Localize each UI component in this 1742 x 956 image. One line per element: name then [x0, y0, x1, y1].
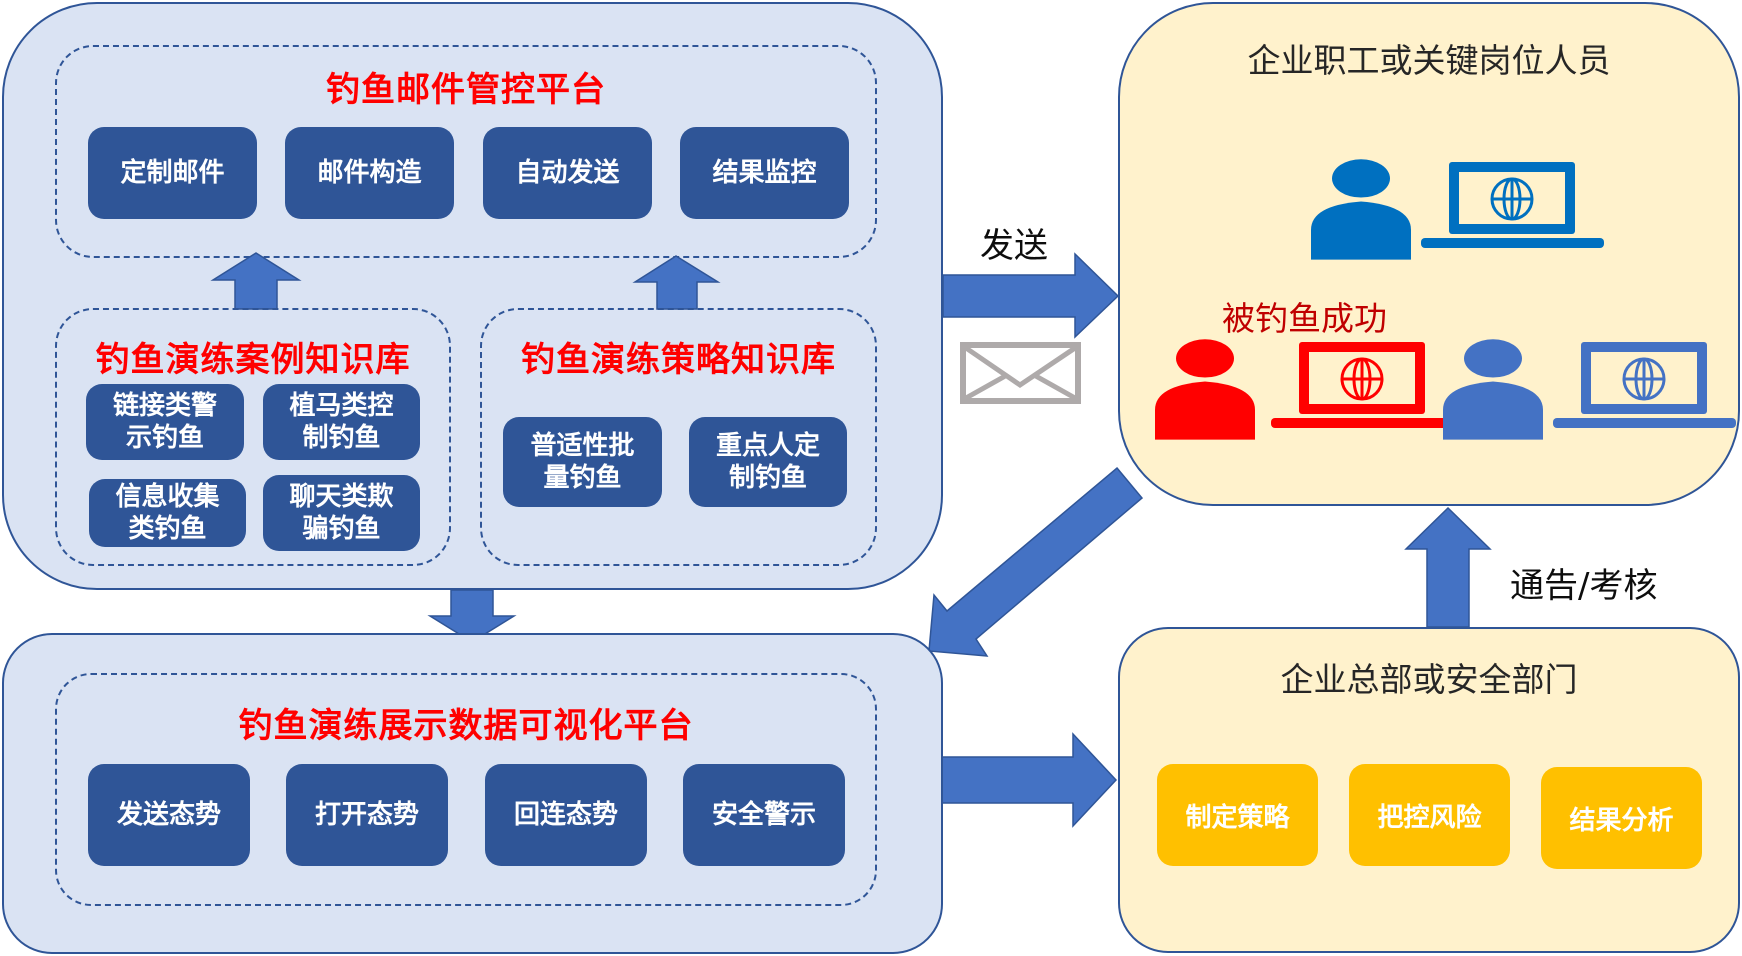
hq-title: 企业总部或安全部门	[1280, 660, 1578, 699]
control-risk-button[interactable]: 把控风险	[1349, 764, 1510, 866]
send-label: 发送	[980, 226, 1048, 266]
case-item-chat-deception[interactable]: 聊天类欺骗钓鱼	[263, 475, 420, 551]
visual-platform-title: 钓鱼演练展示数据可视化平台	[238, 706, 694, 746]
case-library-title: 钓鱼演练案例知识库	[95, 340, 411, 380]
strategy-library-title: 钓鱼演练策略知识库	[521, 340, 836, 380]
custom-mail-button[interactable]: 定制邮件	[88, 127, 257, 219]
auto-send-button[interactable]: 自动发送	[483, 127, 652, 219]
mail-platform-title: 钓鱼邮件管控平台	[326, 70, 606, 110]
notice-arrow	[1404, 506, 1492, 628]
notice-label: 通告/考核	[1510, 566, 1658, 606]
strategy-library-group	[480, 308, 877, 566]
employees-title: 企业职工或关键岗位人员	[1247, 41, 1611, 80]
strategy-item-bulk[interactable]: 普适性批量钓鱼	[503, 417, 662, 507]
mail-platform-group	[55, 45, 877, 258]
result-monitor-button[interactable]: 结果监控	[680, 127, 849, 219]
case-item-link-warning[interactable]: 链接类警示钓鱼	[86, 384, 244, 460]
result-analysis-button[interactable]: 结果分析	[1541, 767, 1702, 869]
case-item-trojan-control[interactable]: 植马类控制钓鱼	[263, 384, 420, 460]
feedback-arrow	[928, 466, 1144, 657]
report-arrow	[940, 732, 1118, 828]
send-status-button[interactable]: 发送态势	[88, 764, 250, 866]
phished-label: 被钓鱼成功	[1222, 299, 1387, 338]
open-status-button[interactable]: 打开态势	[286, 764, 448, 866]
callback-status-button[interactable]: 回连态势	[485, 764, 647, 866]
mail-construct-button[interactable]: 邮件构造	[285, 127, 454, 219]
make-strategy-button[interactable]: 制定策略	[1157, 764, 1318, 866]
strategy-item-targeted[interactable]: 重点人定制钓鱼	[689, 417, 847, 507]
send-arrow	[942, 252, 1120, 339]
case-library-group	[55, 308, 451, 566]
case-item-info-collection[interactable]: 信息收集类钓鱼	[89, 479, 246, 547]
visual-platform-group	[55, 673, 877, 906]
security-alert-button[interactable]: 安全警示	[683, 764, 845, 866]
